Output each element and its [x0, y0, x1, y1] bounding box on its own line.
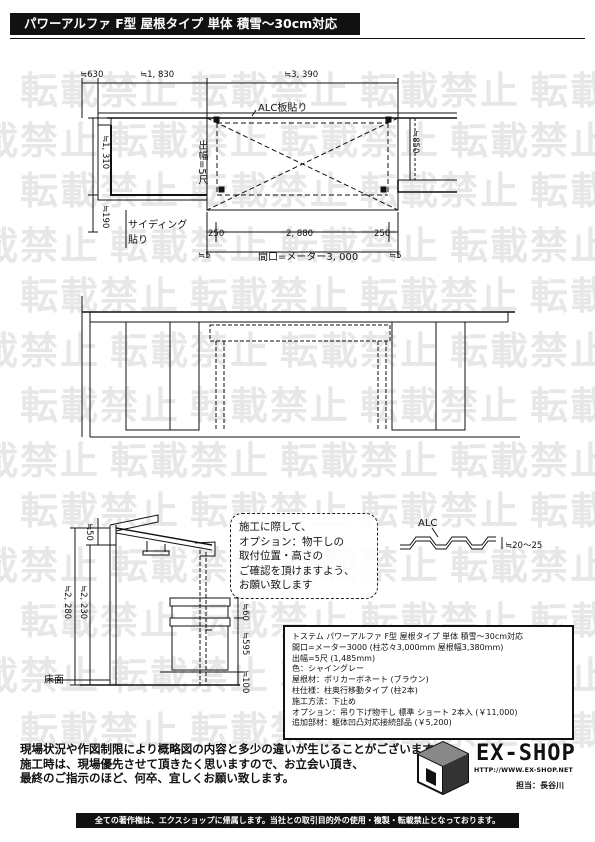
spec-line: 間口=メーター3000 (柱芯々3,000mm 屋根幅3,380mm)	[292, 642, 504, 652]
plan-dim-3390: ≒3, 390	[284, 70, 319, 80]
footer-note-line: 現場状況や作図制限により概略図の内容と多少の違いが生じることがございます。	[20, 742, 445, 756]
note-line: 施工に際して、	[239, 521, 312, 533]
plan-dim-190: ≒190	[100, 205, 110, 229]
front-carport-roof	[209, 324, 391, 342]
side-dim-2280: ≒2, 280	[62, 585, 72, 620]
cube-logo-icon	[417, 740, 469, 796]
installation-note: 施工に際して、 オプション：物干しの 取付位置・高さの ご確認を頂けますよう、 …	[230, 513, 378, 599]
plan-dim-630: ≒630	[80, 70, 104, 80]
note-line: オプション：物干しの	[239, 535, 344, 548]
alc-detail	[400, 527, 503, 550]
spec-line: 出幅=5尺 (1,485mm)	[292, 653, 376, 663]
plan-dim-850: ≒850	[410, 130, 420, 154]
side-fence-top	[169, 597, 231, 607]
side-elevation	[45, 514, 244, 686]
note-line: ご確認を頂けますよう、	[239, 564, 355, 577]
plan-dim-250-left: 250	[208, 229, 225, 239]
spec-line: 施工方法：下止め	[292, 696, 356, 706]
logo-url: HTTP://WWW.EX-SHOP.NET	[474, 767, 573, 774]
plan-dim-1830: ≒1, 830	[140, 70, 175, 80]
note-line: 取付位置・高さの	[239, 550, 323, 562]
front-elevation	[81, 296, 520, 438]
footer-notes: 現場状況や作図制限により概略図の内容と多少の違いが生じることがございます。 施工…	[20, 742, 444, 786]
plan-siding-label-line1: サイディング	[128, 220, 188, 231]
logo-name: EX-SHOP	[476, 741, 576, 766]
side-roof	[115, 527, 213, 546]
spec-box: トステム パワーアルファ F型 屋根タイプ 単体 積雪～30cm対応 間口=メー…	[283, 625, 574, 740]
side-dim-595: ≒595	[240, 632, 250, 656]
side-dim-50: ≒50	[84, 523, 94, 541]
plan-roof-diagonal-2	[206, 117, 399, 211]
spec-line: オプション：吊り下げ物干し 標準 ショート 2本入 (￥11,000)	[292, 707, 518, 717]
side-floor-label: 床面	[44, 675, 64, 686]
plan-siding-label-line2: 貼り	[128, 235, 148, 246]
copyright-bar: 全ての著作権は、エクスショップに帰属します。当社との取引目的外の使用・複製・転載…	[76, 813, 519, 828]
plan-wall-left	[97, 118, 112, 126]
spec-line: 屋根材：ポリカーボネート (ブラウン)	[292, 675, 429, 685]
plan-dim-5-right: ≒5	[389, 251, 402, 261]
page-title: パワーアルファ F型 屋根タイプ 単体 積雪～30cm対応	[10, 13, 360, 35]
plan-dim-5-left: ≒5	[198, 251, 211, 261]
footer-note-line: 施工時は、現場優先させて頂きたく思いますので、お立会い頂き、	[20, 756, 364, 771]
plan-opening-label: 間口=メーター3, 000	[258, 252, 359, 263]
plan-dim-2880: 2, 880	[286, 229, 314, 239]
logo-person: 担当：長谷川	[516, 781, 564, 790]
spec-line: トステム パワーアルファ F型 屋根タイプ 単体 積雪～30cm対応	[292, 632, 524, 641]
side-dim-60: ≒60	[240, 603, 250, 621]
plan-dim-250-right: 250	[374, 229, 391, 239]
alc-detail-label: ALC	[418, 518, 438, 529]
plan-depth-label: 出幅=5尺	[196, 140, 207, 185]
spec-line: 柱仕様：柱奥行移動タイプ (柱2本)	[292, 685, 418, 695]
spec-line: 追加部材：躯体凹凸対応接続部品 (￥5,200)	[292, 718, 452, 728]
note-line: お願い致します	[239, 579, 313, 591]
plan-view	[81, 78, 457, 258]
side-dim-100: ≒100	[240, 670, 250, 694]
spec-line: 色：シャイングレー	[292, 664, 364, 674]
plan-dim-1310: ≒1, 310	[100, 135, 110, 170]
side-dim-2230: ≒2, 230	[78, 585, 88, 620]
front-door-right	[391, 321, 466, 431]
alc-detail-dim: ≒20～25	[505, 541, 543, 551]
exshop-logo: EX-SHOP HTTP://WWW.EX-SHOP.NET 担当：長谷川	[414, 738, 584, 810]
plan-alc-label: ALC板貼り	[258, 103, 308, 114]
front-door-left	[125, 321, 200, 431]
title-rule	[10, 38, 585, 39]
footer-note-line: 最終のご指示のほど、何卒、宜しくお願い致します。	[20, 771, 295, 785]
